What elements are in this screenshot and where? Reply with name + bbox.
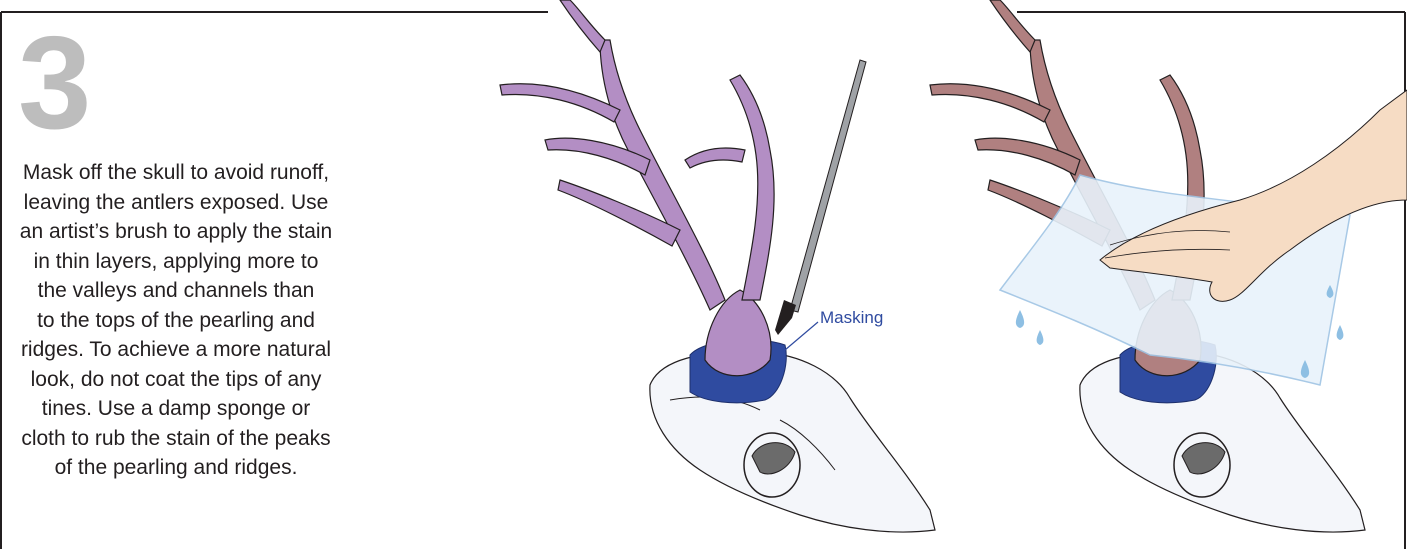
instruction-line: leaving the antlers exposed. Use [8,188,344,218]
masking-callout-label: Masking [820,308,883,328]
instruction-line: in thin layers, applying more to [8,247,344,277]
instruction-line: Mask off the skull to avoid runoff, [8,158,344,188]
step-instructions: Mask off the skull to avoid runoff, leav… [8,158,344,483]
instruction-line: tines. Use a damp sponge or [8,394,344,424]
instruction-line: to the tops of the pearling and [8,306,344,336]
instruction-line: the valleys and channels than [8,276,344,306]
instruction-line: ridges. To achieve a more natural [8,335,344,365]
instruction-line: look, do not coat the tips of any [8,365,344,395]
instruction-line: an artist’s brush to apply the stain [8,217,344,247]
instruction-line: of the pearling and ridges. [8,453,344,483]
step-number: 3 [18,28,128,138]
skull-right [930,0,1407,532]
instruction-line: cloth to rub the stain of the peaks [8,424,344,454]
skull-left [500,0,935,532]
artist-brush-icon [775,60,866,335]
